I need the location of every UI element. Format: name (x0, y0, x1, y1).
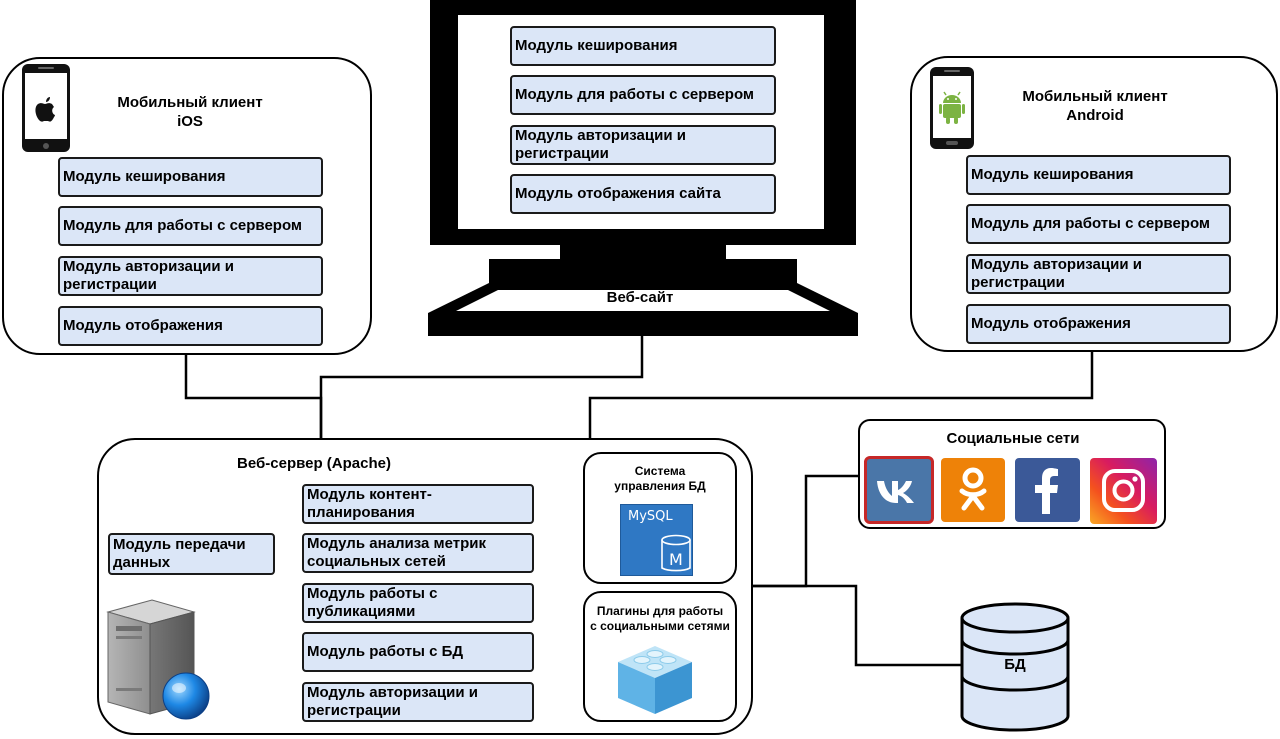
website-title: Веб-сайт (606, 289, 674, 306)
ios-module-server: Модуль для работы с сервером (58, 206, 323, 246)
ios-module-caching: Модуль кеширования (58, 157, 323, 197)
vk-icon (864, 456, 934, 524)
plugins-title: Плагины для работы с социальными сетями (590, 604, 730, 633)
dbms-title: Система управления БД (614, 464, 706, 493)
server-module-content-planning: Модуль контент- планирования (302, 484, 534, 524)
social-networks-title: Социальные сети (946, 430, 1080, 447)
android-module-auth: Модуль авторизации и регистрации (966, 254, 1231, 294)
server-module-db: Модуль работы с БД (302, 632, 534, 672)
mysql-logo-text: MySQL (628, 509, 673, 524)
plugin-block-icon (616, 640, 694, 721)
android-phone-icon (929, 66, 975, 155)
database-label: БД (1004, 656, 1026, 673)
odnoklassniki-icon (941, 458, 1005, 522)
android-client-title: Мобильный клиент Android (1022, 88, 1168, 124)
android-module-caching: Модуль кеширования (966, 155, 1231, 195)
mysql-logo-letter: M (669, 550, 683, 569)
server-module-metrics: Модуль анализа метрик социальных сетей (302, 533, 534, 573)
web-module-caching: Модуль кеширования (510, 26, 776, 66)
web-module-auth: Модуль авторизации и регистрации (510, 125, 776, 165)
ios-module-display: Модуль отображения (58, 306, 323, 346)
transfer-module: Модуль передачи данных (108, 533, 275, 575)
iphone-icon (21, 63, 71, 158)
android-module-server: Модуль для работы с сервером (966, 204, 1231, 244)
server-module-auth: Модуль авторизации и регистрации (302, 682, 534, 722)
android-module-display: Модуль отображения (966, 304, 1231, 344)
mysql-logo-icon: MySQL M (619, 503, 694, 577)
server-icon (106, 598, 214, 727)
web-module-display: Модуль отображения сайта (510, 174, 776, 214)
ios-client-title: Мобильный клиент iOS (117, 94, 263, 130)
server-module-publications: Модуль работы с публикациями (302, 583, 534, 623)
web-server-title: Веб-сервер (Apache) (237, 455, 391, 472)
ios-module-auth: Модуль авторизации и регистрации (58, 256, 323, 296)
web-module-server: Модуль для работы с сервером (510, 75, 776, 115)
database-icon (960, 600, 1070, 739)
facebook-icon (1015, 458, 1080, 522)
instagram-icon (1090, 458, 1157, 524)
